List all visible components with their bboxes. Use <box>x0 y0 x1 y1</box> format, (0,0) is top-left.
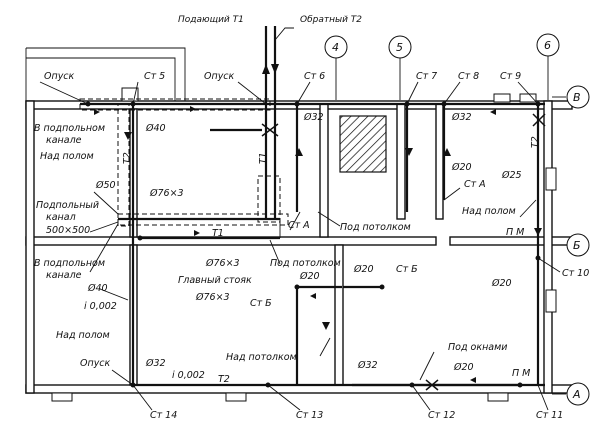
d20d-label: Ø20 <box>491 278 512 289</box>
podpol-kanal-label: Подпольный <box>36 200 99 211</box>
d76b-label: Ø76×3 <box>205 258 240 269</box>
st14-label: Ст 14 <box>150 410 177 421</box>
sta-right-label: Ст А <box>464 179 486 190</box>
st8-label: Ст 8 <box>458 71 479 82</box>
axis-5-label: 5 <box>396 41 403 54</box>
v-podpol-2b-label: канале <box>46 270 82 281</box>
valves <box>261 113 546 391</box>
t1-b-label: Т1 <box>212 228 224 239</box>
pod-potolkom-1-label: Под потолком <box>340 222 411 233</box>
nad-potolkom-label: Над потолком <box>226 352 297 363</box>
t2-c-label: Т2 <box>218 374 230 385</box>
supply-label: Подающий Т1 <box>178 15 244 25</box>
leader-lines <box>39 81 549 411</box>
t2-a-label: Т2 <box>122 152 133 164</box>
axis-4-label: 4 <box>332 41 339 54</box>
st5-label: Ст 5 <box>144 71 165 82</box>
d76c-label: Ø76×3 <box>195 292 230 303</box>
pm-1-label: П М <box>506 227 524 238</box>
d20b-label: Ø20 <box>299 271 320 282</box>
st7-label: Ст 7 <box>416 71 437 82</box>
st10-label: Ст 10 <box>562 268 589 279</box>
slope-1-label: i 0,002 <box>84 301 117 312</box>
pod-oknami-label: Под окнами <box>448 342 507 353</box>
axis-6-label: 6 <box>544 39 551 52</box>
st6-label: Ст 6 <box>304 71 325 82</box>
v-podpol-2-label: В подпольном <box>34 258 105 269</box>
t1-a-label: Т1 <box>258 152 269 164</box>
d32b-label: Ø32 <box>451 112 472 123</box>
v-podpol-1-label: В подпольном <box>34 123 105 134</box>
t2-b-label: Т2 <box>530 136 541 148</box>
st13-label: Ст 13 <box>296 410 323 421</box>
return-label: Обратный Т2 <box>300 15 362 25</box>
slope-2-label: i 0,002 <box>172 370 205 381</box>
st11-label: Ст 11 <box>536 410 563 421</box>
d20c-label: Ø20 <box>353 264 374 275</box>
podpol-kanal-b-label: канал <box>46 212 76 223</box>
d20e-label: Ø20 <box>453 362 474 373</box>
pod-potolkom-2-label: Под потолком <box>270 258 341 269</box>
opusk-top-label: Опуск <box>204 71 235 82</box>
d32a-label: Ø32 <box>303 112 324 123</box>
axis-v-label: В <box>573 91 581 104</box>
d20a-label: Ø20 <box>451 162 472 173</box>
nad-polom-right-label: Над полом <box>462 206 516 217</box>
nad-polom-1-label: Над полом <box>40 151 94 162</box>
axis-b-label: Б <box>573 239 581 252</box>
st12-label: Ст 12 <box>428 410 455 421</box>
stb-right-label: Ст Б <box>396 264 418 275</box>
pm-2-label: П М <box>512 368 530 379</box>
d25-label: Ø25 <box>501 170 522 181</box>
d76a-label: Ø76×3 <box>149 188 184 199</box>
main-riser-label: Главный стояк <box>178 275 252 286</box>
nad-polom-2-label: Над полом <box>56 330 110 341</box>
kanal-size-label: 500×500 <box>46 225 90 236</box>
st9-label: Ст 9 <box>500 71 521 82</box>
grid-axes <box>324 33 590 406</box>
stb-left-label: Ст Б <box>250 298 272 309</box>
d40a-label: Ø40 <box>145 123 166 134</box>
v-podpol-1b-label: канале <box>46 135 82 146</box>
sta-left-label: Ст А <box>288 220 310 231</box>
axis-a-label: А <box>572 388 581 401</box>
d32c-label: Ø32 <box>145 358 166 369</box>
opusk-top-left-label: Опуск <box>44 71 75 82</box>
d40b-label: Ø40 <box>87 283 108 294</box>
hatched-column <box>339 115 387 173</box>
heating-pipes <box>79 26 561 387</box>
d32d-label: Ø32 <box>357 360 378 371</box>
flow-arrows <box>94 64 542 383</box>
d50-label: Ø50 <box>95 180 116 191</box>
opusk-bottom-label: Опуск <box>80 358 111 369</box>
